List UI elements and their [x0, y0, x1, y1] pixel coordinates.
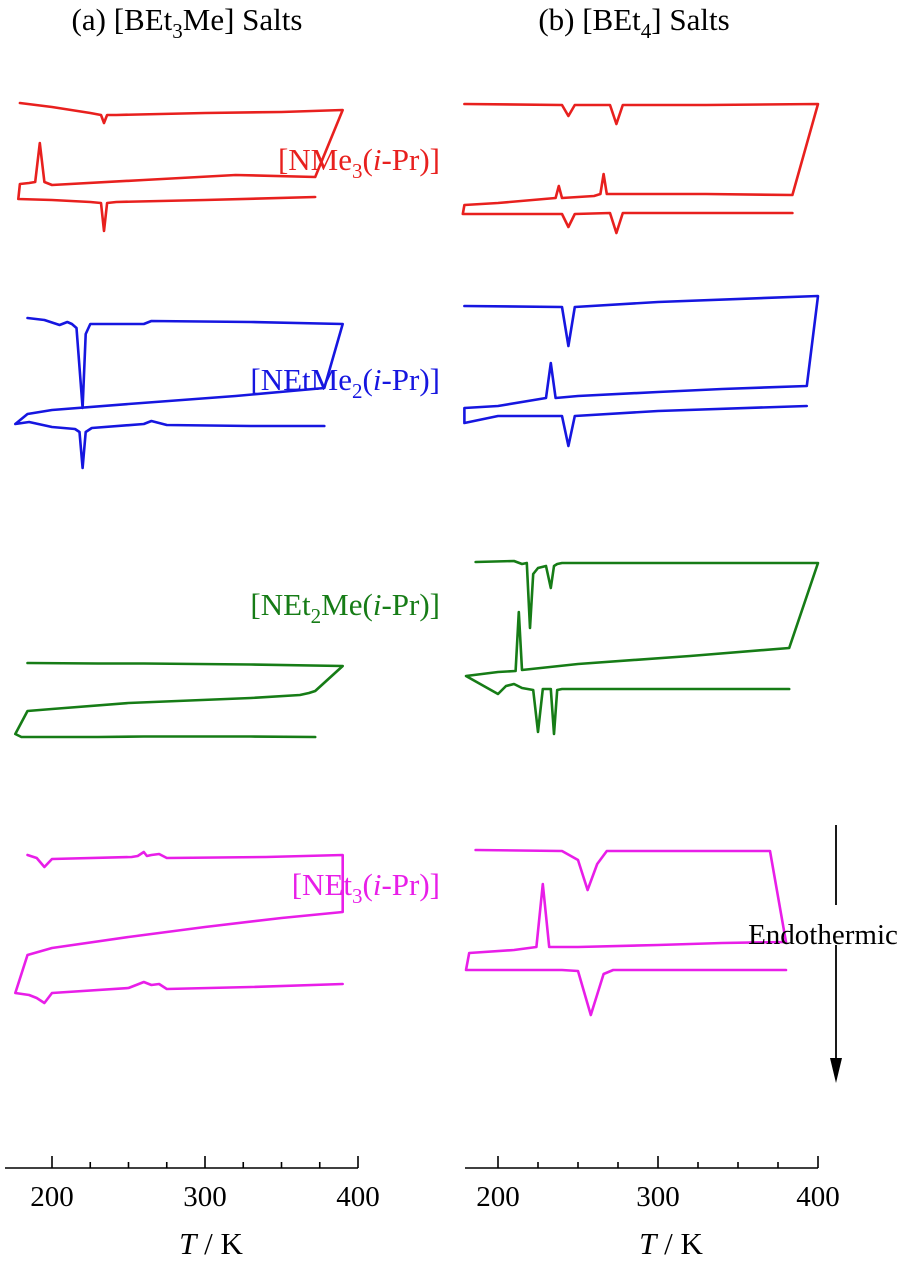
axes-layer: 200 300 400 200 300 400 — [5, 1156, 840, 1213]
endothermic-label: Endothermic — [748, 919, 898, 951]
compound-label-1: [NMe3(i-Pr)] — [278, 142, 440, 183]
panel-a-title-end: Me] Salts — [183, 2, 303, 37]
compound-labels: [NMe3(i-Pr)] [NEtMe2(i-Pr)] [NEt2Me(i-Pr)]… — [250, 142, 440, 908]
panel-a-x-axis-var: T — [179, 1226, 199, 1261]
panel-a-x-axis-unit: / K — [196, 1226, 243, 1261]
panel-b-x-axis-unit: / K — [656, 1226, 703, 1261]
panel-b-title-sub: 4 — [641, 19, 652, 43]
panel-a-title: (a) [BEt3Me] Salts — [72, 2, 303, 43]
x-tick-label: 400 — [796, 1181, 840, 1213]
compound-label-4: [NEt3(i-Pr)] — [292, 867, 440, 908]
x-tick-label: 300 — [636, 1181, 680, 1213]
x-tick-label: 200 — [30, 1181, 74, 1213]
compound-label-2: [NEtMe2(i-Pr)] — [250, 362, 440, 403]
trace-panel-b-series-2 — [463, 294, 820, 448]
trace-panel-a-series-1 — [17, 101, 344, 233]
trace-layer — [14, 101, 820, 1017]
panel-a-title-sub: 3 — [172, 19, 183, 43]
compound-label-3: [NEt2Me(i-Pr)] — [250, 587, 440, 628]
endothermic-arrowhead — [830, 1058, 842, 1083]
panel-b-x-axis-label: T / K — [639, 1226, 703, 1261]
trace-panel-b-series-4 — [464, 848, 788, 1017]
trace-panel-a-series-3 — [14, 661, 344, 739]
x-tick-label: 300 — [183, 1181, 227, 1213]
panel-b-title: (b) [BEt4] Salts — [538, 2, 729, 43]
trace-panel-b-series-1 — [461, 102, 820, 235]
panel-b-x-axis-var: T — [639, 1226, 659, 1261]
trace-panel-a-series-4 — [14, 850, 344, 1005]
trace-panel-b-series-3 — [464, 559, 820, 736]
trace-panel-a-series-2 — [14, 316, 344, 470]
x-tick-label: 200 — [476, 1181, 520, 1213]
panel-b-title-main: (b) [BEt — [538, 2, 641, 37]
x-tick-label: 400 — [336, 1181, 380, 1213]
panel-a-x-axis-label: T / K — [179, 1226, 243, 1261]
panel-a-title-main: (a) [BEt — [72, 2, 173, 37]
panel-b-title-end: ] Salts — [651, 2, 729, 37]
